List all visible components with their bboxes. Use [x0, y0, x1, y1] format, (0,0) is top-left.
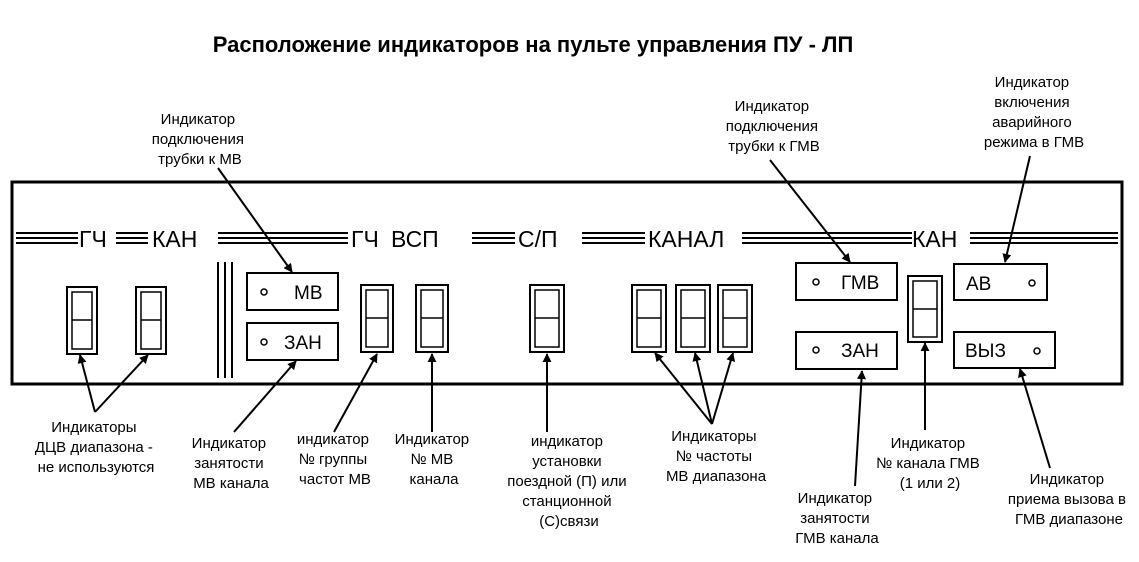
mv-button-label: МВ — [294, 283, 323, 304]
header-kan-right: КАН — [912, 226, 957, 252]
header-sp: С/П — [518, 226, 558, 252]
mv-connect-button: МВ — [246, 272, 339, 311]
gmv-busy-button: ЗАН — [795, 331, 898, 370]
mv-channel-indicator — [415, 284, 449, 353]
annotation-freq: Индикаторы № частоты МВ диапазона — [666, 428, 767, 485]
vyz-button-label: ВЫЗ — [965, 341, 1006, 362]
led-icon — [812, 278, 820, 286]
header-bars — [16, 232, 1118, 378]
header-kanal: КАНАЛ — [648, 226, 724, 252]
header-vsp: ВСП — [391, 226, 439, 252]
annotation-call: Индикатор приема вызова в ГМВ диапазоне — [1008, 471, 1130, 528]
emergency-button: АВ — [953, 263, 1048, 301]
freq-indicator-2 — [675, 284, 711, 353]
gmv-busy-label: ЗАН — [841, 341, 879, 362]
call-button: ВЫЗ — [953, 331, 1056, 369]
mode-indicator — [529, 284, 565, 353]
led-icon — [1028, 279, 1036, 287]
annotation-mode: индикатор установки поездной (П) или ста… — [507, 433, 631, 530]
annotation-group: индикатор № группы частот МВ — [297, 431, 373, 488]
annotation-gmv-busy: Индикатор занятости ГМВ канала — [795, 490, 879, 547]
annotation-mv-channel: Индикатор № МВ канала — [395, 431, 474, 488]
gmv-button-label: ГМВ — [841, 273, 879, 294]
gmv-connect-button: ГМВ — [795, 262, 898, 301]
annotation-gmv-channel: Индикатор № канала ГМВ (1 или 2) — [876, 435, 984, 492]
dcv-indicator-2 — [135, 286, 167, 355]
gmv-channel-indicator — [907, 275, 943, 343]
led-icon — [260, 338, 268, 346]
freq-indicator-1 — [631, 284, 667, 353]
group-indicator — [360, 284, 394, 353]
annotation-dcv: Индикаторы ДЦВ диапазона - не используют… — [35, 419, 157, 476]
annotation-mv-busy: Индикатор занятости МВ канала — [192, 435, 271, 492]
led-icon — [812, 346, 820, 354]
arrows — [77, 155, 1051, 487]
mv-busy-button: ЗАН — [246, 322, 339, 361]
header-gch-left: ГЧ — [79, 226, 107, 252]
av-button-label: АВ — [966, 274, 991, 295]
dcv-indicator-1 — [66, 286, 98, 355]
diagram-title: Расположение индикаторов на пульте управ… — [213, 32, 854, 57]
header-kan-left: КАН — [152, 226, 197, 252]
led-icon — [260, 288, 268, 296]
annotation-mv-connect: Индикатор подключения трубки к МВ — [152, 111, 248, 168]
mv-busy-label: ЗАН — [284, 333, 322, 354]
header-gch-mid: ГЧ — [351, 226, 379, 252]
freq-indicator-3 — [717, 284, 753, 353]
annotation-emergency: Индикатор включения аварийного режима в … — [984, 74, 1084, 151]
led-icon — [1033, 347, 1041, 355]
annotation-gmv-connect: Индикатор подключения трубки к ГМВ — [726, 98, 822, 155]
